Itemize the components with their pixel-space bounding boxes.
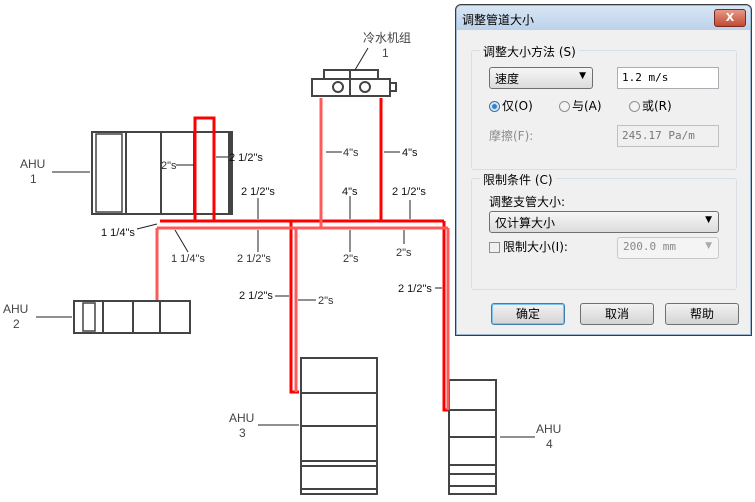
branch-sizing-label: 调整支管大小: (489, 195, 566, 209)
ahu-2-label: AHU (3, 302, 28, 316)
chiller-label: 冷水机组 (363, 31, 411, 45)
sizing-method-group-title: 调整大小方法 (S) (480, 43, 579, 60)
pipe-label: 4"s (402, 147, 418, 159)
pipe-label: 1 1/4"s (171, 253, 205, 265)
ahu-2-number: 2 (13, 317, 20, 331)
ahu-3-unit[interactable] (300, 357, 378, 495)
ahu-4-label: AHU (536, 422, 561, 436)
dialog-titlebar[interactable]: 调整管道大小 X (457, 6, 750, 30)
friction-input-value: 245.17 Pa/m (622, 129, 695, 142)
velocity-input-value: 1.2 m/s (622, 71, 669, 84)
radio-and[interactable]: 与(A) (559, 97, 602, 114)
chevron-down-icon: ▼ (705, 241, 712, 251)
chevron-down-icon: ▼ (579, 71, 586, 81)
ahu-3-label: AHU (229, 411, 254, 425)
pipe-label: 4"s (342, 186, 358, 198)
dialog-title: 调整管道大小 (462, 13, 535, 27)
dialog-body: 调整大小方法 (S) 速度 ▼ 1.2 m/s 仅(O) 与(A) 或(R) 摩… (462, 30, 745, 329)
cancel-button[interactable]: 取消 (580, 303, 654, 325)
limit-size-label: 限制大小(I): (503, 240, 568, 254)
ahu-4-unit[interactable] (448, 379, 497, 495)
ahu-4-number: 4 (546, 437, 553, 451)
close-button[interactable]: X (714, 9, 746, 27)
ahu-1-unit[interactable] (91, 131, 233, 215)
pipe-label: 2"s (318, 295, 334, 307)
checkbox-icon (489, 242, 500, 253)
close-icon: X (725, 11, 735, 24)
pipe-label: 2"s (396, 247, 412, 259)
constraints-group-title: 限制条件 (C) (480, 171, 556, 188)
radio-dot-icon (629, 101, 640, 112)
friction-input[interactable]: 245.17 Pa/m (617, 125, 719, 147)
velocity-input[interactable]: 1.2 m/s (617, 67, 719, 89)
branch-sizing-value: 仅计算大小 (495, 216, 556, 230)
resize-pipes-dialog: 调整管道大小 X 调整大小方法 (S) 速度 ▼ 1.2 m/s 仅(O) 与(… (455, 4, 752, 336)
chiller-number: 1 (382, 46, 389, 60)
radio-only-label: 仅(O) (502, 99, 533, 113)
pipe-label: 2 1/2"s (398, 283, 432, 295)
radio-or[interactable]: 或(R) (629, 97, 672, 114)
radio-and-label: 与(A) (572, 99, 602, 113)
limit-size-value: 200.0 mm (623, 240, 676, 253)
friction-label: 摩擦(F): (489, 129, 534, 143)
radio-dot-icon (489, 101, 500, 112)
pipe-label: 2"s (161, 160, 177, 172)
pipe-label: 2 1/2"s (237, 253, 271, 265)
radio-only[interactable]: 仅(O) (489, 97, 533, 114)
sizing-method-group: 调整大小方法 (S) 速度 ▼ 1.2 m/s 仅(O) 与(A) 或(R) 摩… (471, 43, 737, 170)
pipe-label: 2 1/2"s (392, 186, 426, 198)
pipe-label: 2 1/2"s (239, 290, 273, 302)
ahu-2-unit[interactable] (73, 300, 191, 334)
leader-lines (36, 47, 535, 438)
ahu-1-label: AHU (20, 157, 45, 171)
constraints-group: 限制条件 (C) 调整支管大小: 仅计算大小 ▼ 限制大小(I): 200.0 … (471, 171, 737, 290)
chiller-unit[interactable] (311, 69, 397, 97)
limit-size-checkbox[interactable]: 限制大小(I): (489, 238, 568, 255)
pipe-label: 2"s (343, 253, 359, 265)
ok-button[interactable]: 确定 (491, 303, 565, 325)
radio-or-label: 或(R) (642, 99, 672, 113)
limit-size-select[interactable]: 200.0 mm ▼ (617, 237, 719, 259)
chevron-down-icon: ▼ (705, 215, 712, 225)
return-pipes[interactable] (155, 98, 450, 410)
method-select[interactable]: 速度 ▼ (489, 67, 593, 89)
help-button[interactable]: 帮助 (665, 303, 739, 325)
pipe-label: 2 1/2"s (229, 152, 263, 164)
pipe-label: 2 1/2"s (241, 186, 275, 198)
ahu-1-number: 1 (30, 172, 37, 186)
ahu-3-number: 3 (239, 426, 246, 440)
radio-dot-icon (559, 101, 570, 112)
branch-sizing-select[interactable]: 仅计算大小 ▼ (489, 211, 719, 233)
method-select-value: 速度 (495, 72, 520, 86)
pipe-label: 1 1/4"s (101, 227, 135, 239)
pipe-label: 4"s (343, 147, 359, 159)
